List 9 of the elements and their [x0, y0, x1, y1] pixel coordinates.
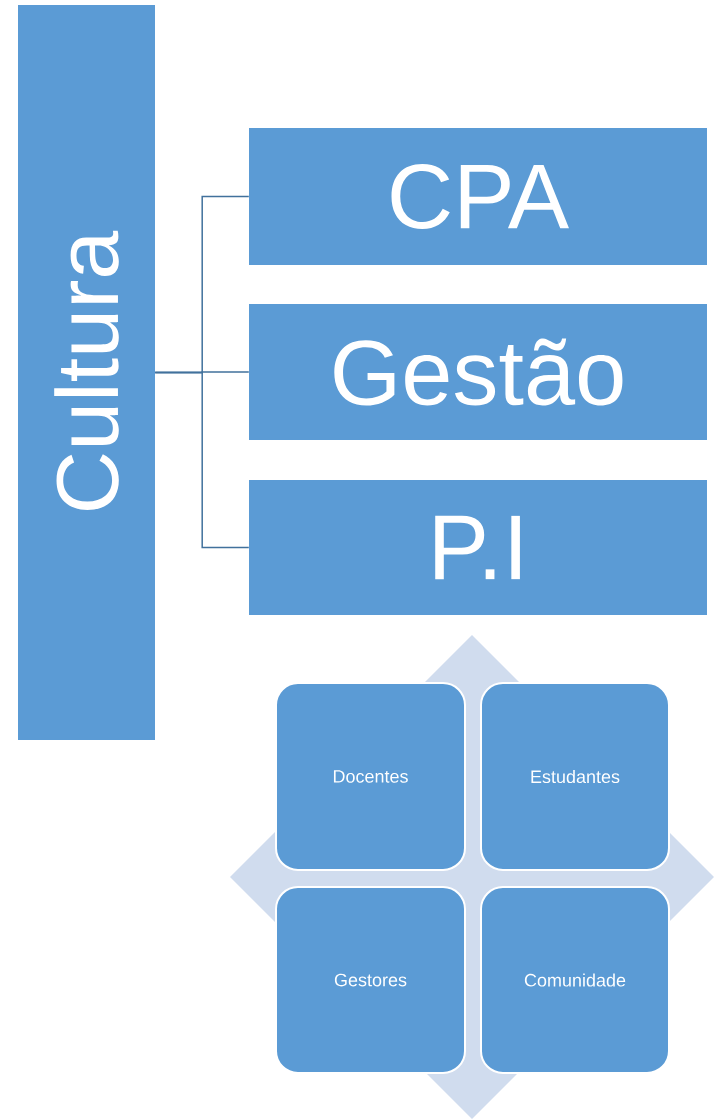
connector-line	[154, 371, 250, 549]
rounded-box: Gestores	[275, 886, 466, 1074]
rounded-box: Comunidade	[480, 886, 670, 1074]
label-box: Gestão	[249, 304, 707, 440]
label-box: CPA	[249, 128, 707, 265]
label-box: P.I	[249, 480, 707, 615]
rounded-box: Estudantes	[480, 682, 670, 871]
rounded-box: Docentes	[275, 682, 466, 871]
title-box: Cultura	[18, 5, 155, 740]
